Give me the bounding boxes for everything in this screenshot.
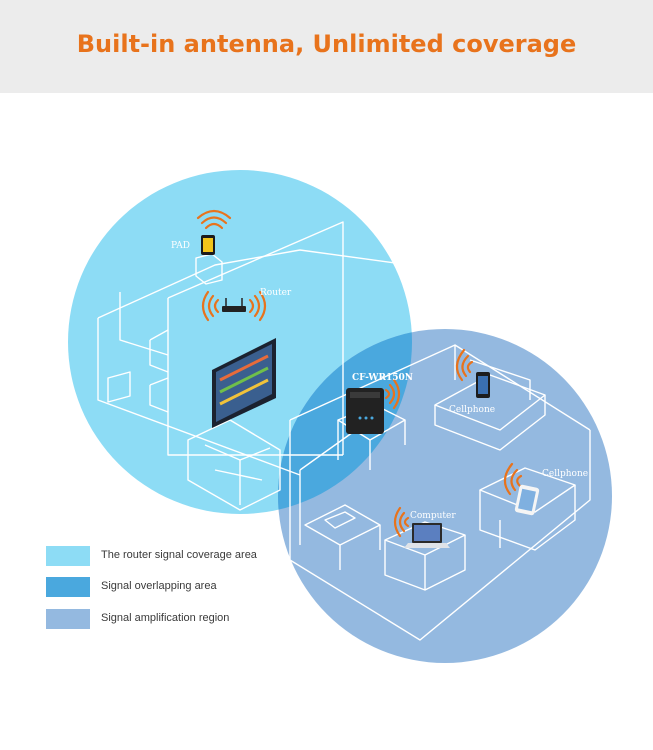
legend-label-router: The router signal coverage area [101, 549, 257, 561]
legend-item-overlap-area: Signal overlapping area [46, 577, 346, 599]
router-label: Router [260, 288, 292, 298]
legend-swatch-amplification [46, 609, 90, 629]
cellphone-top-device [476, 372, 490, 398]
tv-device [212, 338, 276, 428]
legend-swatch-overlap [46, 577, 90, 597]
floor-plan [97, 221, 591, 641]
cellphone-top-label: Cellphone [449, 405, 495, 415]
signal-arcs [196, 209, 523, 538]
legend-item-amplification-area: Signal amplification region [46, 609, 346, 631]
repeater-device [346, 388, 384, 434]
repeater-label: CF-WR150N [352, 373, 413, 383]
legend-item-router-area: The router signal coverage area [46, 546, 346, 568]
pad-label: PAD [171, 241, 190, 251]
laptop-device [404, 523, 450, 548]
cellphone-right-device [514, 484, 540, 516]
legend-label-amplification: Signal amplification region [101, 612, 230, 624]
page-title: Built-in antenna, Unlimited coverage [76, 30, 577, 58]
legend-label-overlap: Signal overlapping area [101, 580, 217, 592]
legend-swatch-router [46, 546, 90, 566]
pad-device [201, 235, 215, 255]
header-banner: Built-in antenna, Unlimited coverage [0, 0, 653, 93]
cellphone-right-label: Cellphone [542, 469, 588, 479]
computer-label: Computer [410, 511, 456, 521]
router-device [222, 298, 246, 312]
